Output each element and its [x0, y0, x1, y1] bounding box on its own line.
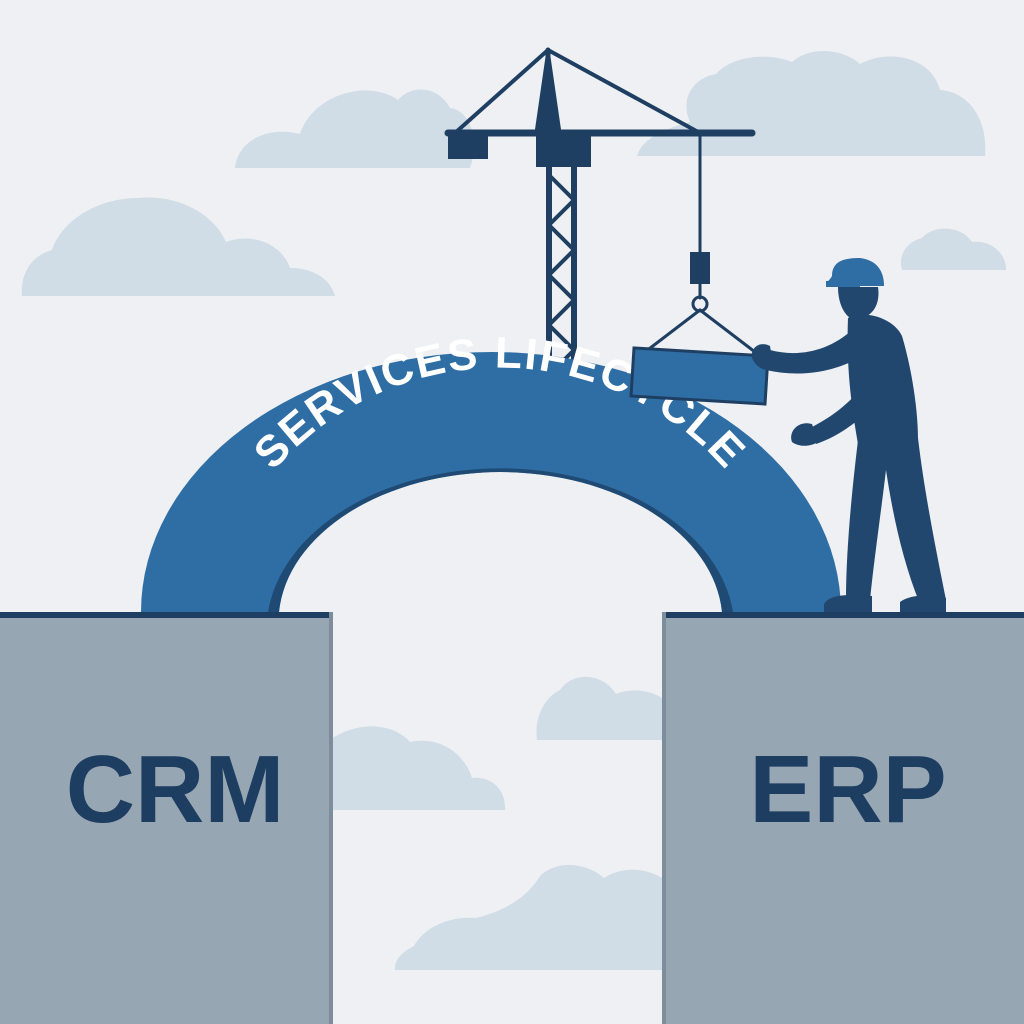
- cloud-icon: [21, 197, 335, 296]
- worker-icon: [751, 258, 946, 612]
- cloud-icon: [235, 89, 474, 168]
- crane-icon: [444, 47, 757, 383]
- crm-label: CRM: [66, 736, 285, 843]
- cloud-icon: [332, 726, 506, 810]
- block-icon: [629, 346, 770, 406]
- cloud-icon: [394, 864, 662, 970]
- right-pillar: ERP: [662, 612, 1024, 1024]
- erp-label: ERP: [749, 736, 946, 843]
- left-pillar: CRM: [0, 612, 333, 1024]
- cloud-icon: [536, 676, 662, 740]
- cloud-icon: [900, 228, 1006, 270]
